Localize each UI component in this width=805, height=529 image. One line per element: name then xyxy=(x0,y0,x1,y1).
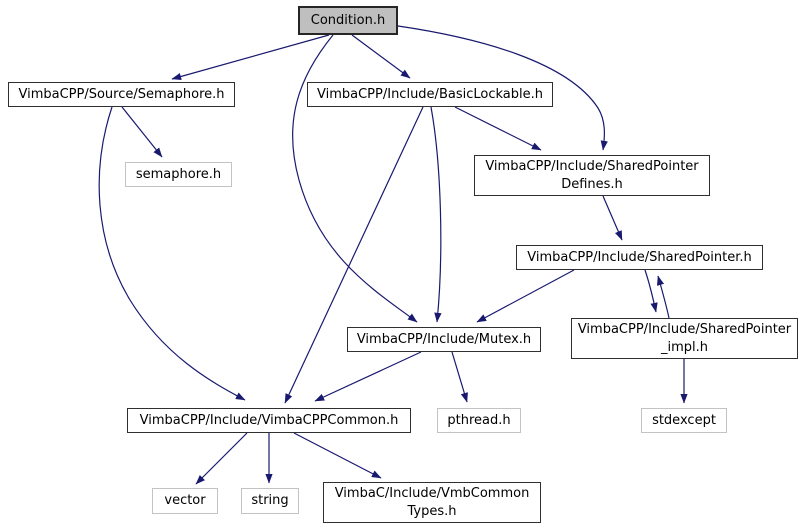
node-string: string xyxy=(241,488,299,514)
node-vimbacpp-include-sharedpointerdefines-h[interactable]: VimbaCPP/Include/SharedPointer Defines.h xyxy=(474,155,710,196)
node-vimbacpp-source-semaphore-h[interactable]: VimbaCPP/Source/Semaphore.h xyxy=(8,82,235,107)
node-vimbacpp-include-basiclockable-h[interactable]: VimbaCPP/Include/BasicLockable.h xyxy=(307,82,553,107)
node-vimbac-include-vmbcommontypes-h[interactable]: VimbaC/Include/VmbCommon Types.h xyxy=(323,482,541,523)
edge-basiclockable-to-mutex xyxy=(430,106,442,323)
edge-sharedpointer-to-mutex xyxy=(476,269,575,323)
edge-semaphore-src-to-semaphore-sys xyxy=(121,106,163,158)
edge-vimbacppcommon-to-vector xyxy=(195,432,248,485)
edge-semaphore-src-to-vimbacppcommon xyxy=(98,106,246,401)
edge-condition-to-basiclockable xyxy=(351,34,411,79)
edge-basiclockable-to-vimbacppcommon xyxy=(284,106,424,404)
edge-sharedpointer-to-sp-impl xyxy=(644,269,658,313)
edge-condition-to-spdefines xyxy=(397,25,608,151)
node-pthread-h: pthread.h xyxy=(437,408,521,433)
node-semaphore-h: semaphore.h xyxy=(125,162,232,187)
edge-basiclockable-to-spdefines xyxy=(454,106,542,151)
edge-mutex-to-vimbacppcommon xyxy=(314,351,422,402)
edge-vimbacppcommon-to-vmbcommontypes xyxy=(293,432,382,479)
edge-condition-to-semaphore-src xyxy=(171,34,330,81)
node-stdexcept: stdexcept xyxy=(641,408,727,433)
node-vimbacpp-include-sharedpointer-impl-h[interactable]: VimbaCPP/Include/SharedPointer _impl.h xyxy=(571,318,798,359)
edge-spdefines-to-sharedpointer xyxy=(602,195,623,241)
node-vimbacpp-include-vimbacppcommon-h[interactable]: VimbaCPP/Include/VimbaCPPCommon.h xyxy=(127,408,411,433)
edge-mutex-to-pthread xyxy=(451,351,468,403)
edge-condition-to-mutex xyxy=(292,34,418,323)
node-condition-h: Condition.h xyxy=(298,6,398,35)
node-vimbacpp-include-sharedpointer-h[interactable]: VimbaCPP/Include/SharedPointer.h xyxy=(516,245,763,270)
edge-sp-impl-to-sharedpointer xyxy=(656,275,670,319)
node-vimbacpp-include-mutex-h[interactable]: VimbaCPP/Include/Mutex.h xyxy=(347,327,541,352)
node-vector: vector xyxy=(152,488,218,514)
